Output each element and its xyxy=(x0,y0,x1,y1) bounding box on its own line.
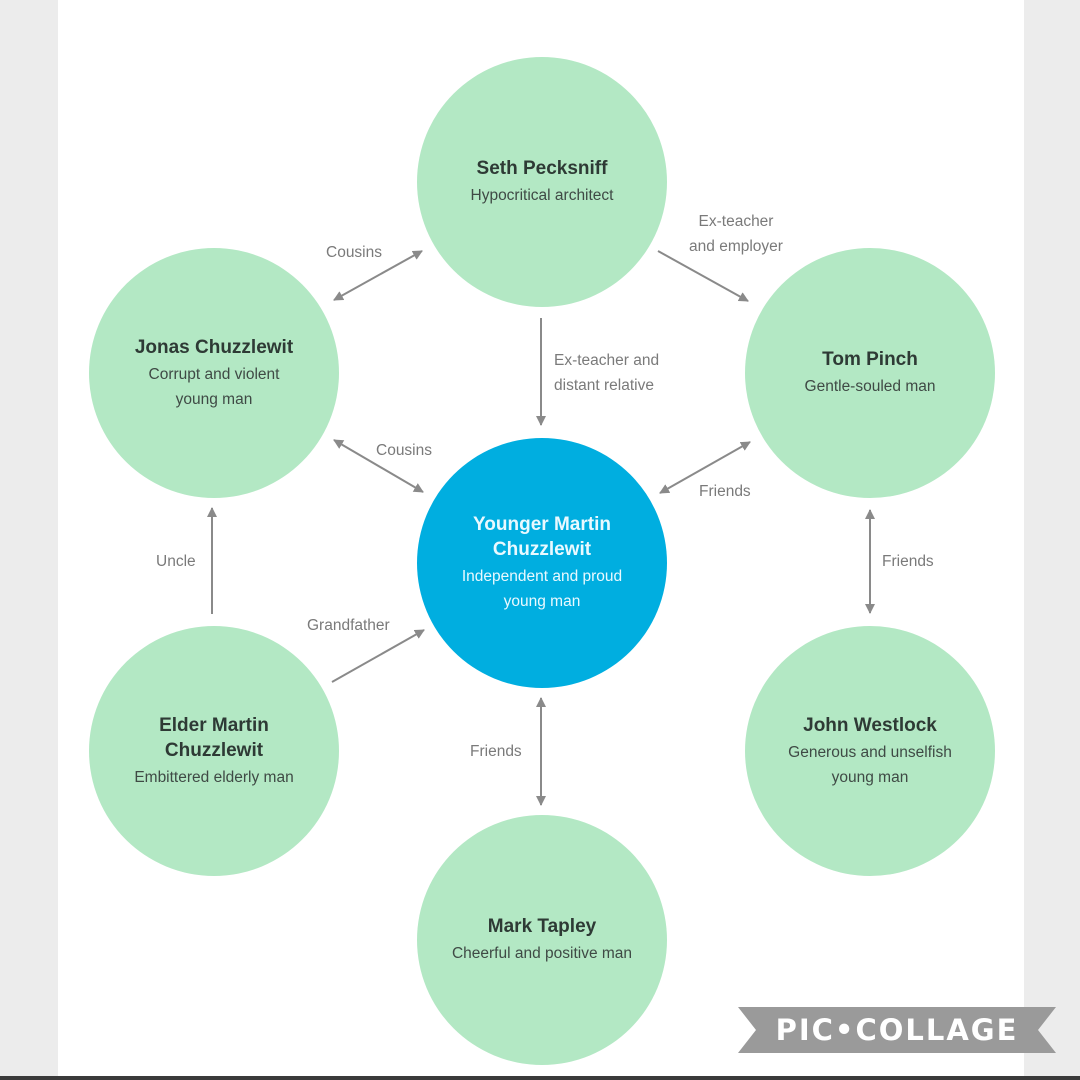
edge-label-tom-younger: Friends xyxy=(699,483,751,500)
node-mark-tapley: Mark Tapley Cheerful and positive man xyxy=(417,815,667,1065)
edge-label-seth-jonas: Cousins xyxy=(326,244,382,261)
node-name: Younger Martin Chuzzlewit xyxy=(473,514,611,560)
node-description: Gentle-souled man xyxy=(804,378,936,395)
edge-label-younger-mark: Friends xyxy=(470,743,522,760)
edge-seth-jonas xyxy=(333,250,423,301)
edge-label-elder-jonas: Uncle xyxy=(156,553,196,570)
watermark-ribbon xyxy=(738,1007,1056,1053)
edge-tom-younger xyxy=(659,441,751,494)
edge-elder-younger xyxy=(331,629,425,683)
edge-label-seth-tom: Ex-teacher and employer xyxy=(689,213,783,255)
node-name: Mark Tapley xyxy=(487,916,597,937)
edge-seth-tom xyxy=(657,250,749,302)
node-tom-pinch: Tom Pinch Gentle-souled man xyxy=(745,248,995,498)
node-name: John Westlock xyxy=(803,714,937,736)
node-description: Generous and unselfish young man xyxy=(788,743,952,786)
node-description: Cheerful and positive man xyxy=(451,945,633,962)
pic-collage-watermark: PIC•COLLAGE xyxy=(738,1007,1056,1053)
node-name: Tom Pinch xyxy=(822,349,918,370)
node-name: Jonas Chuzzlewit xyxy=(134,336,294,358)
node-younger-martin-chuzzlewit: Younger Martin Chuzzlewit Independent an… xyxy=(417,438,667,688)
node-name: Elder Martin Chuzzlewit xyxy=(159,714,269,761)
node-description: Hypocritical architect xyxy=(470,187,614,204)
node-name: Seth Pecksniff xyxy=(476,158,608,179)
node-description: Embittered elderly man xyxy=(134,768,294,786)
node-elder-martin-chuzzlewit: Elder Martin Chuzzlewit Embittered elder… xyxy=(89,626,339,876)
edge-label-elder-younger: Grandfather xyxy=(307,617,390,634)
node-john-westlock: John Westlock Generous and unselfish you… xyxy=(745,626,995,876)
edge-label-jonas-younger: Cousins xyxy=(376,442,432,459)
node-description: Independent and proud young man xyxy=(461,568,623,610)
node-jonas-chuzzlewit: Jonas Chuzzlewit Corrupt and violent you… xyxy=(89,248,339,498)
edge-jonas-younger xyxy=(333,439,424,493)
edge-label-tom-john: Friends xyxy=(882,553,934,570)
node-description: Corrupt and violent young man xyxy=(148,365,280,408)
bottom-border xyxy=(0,1076,1080,1080)
edge-label-seth-younger: Ex-teacher and distant relative xyxy=(554,352,660,394)
node-seth-pecksniff: Seth Pecksniff Hypocritical architect xyxy=(417,57,667,307)
watermark-text: PIC•COLLAGE xyxy=(775,1013,1019,1047)
